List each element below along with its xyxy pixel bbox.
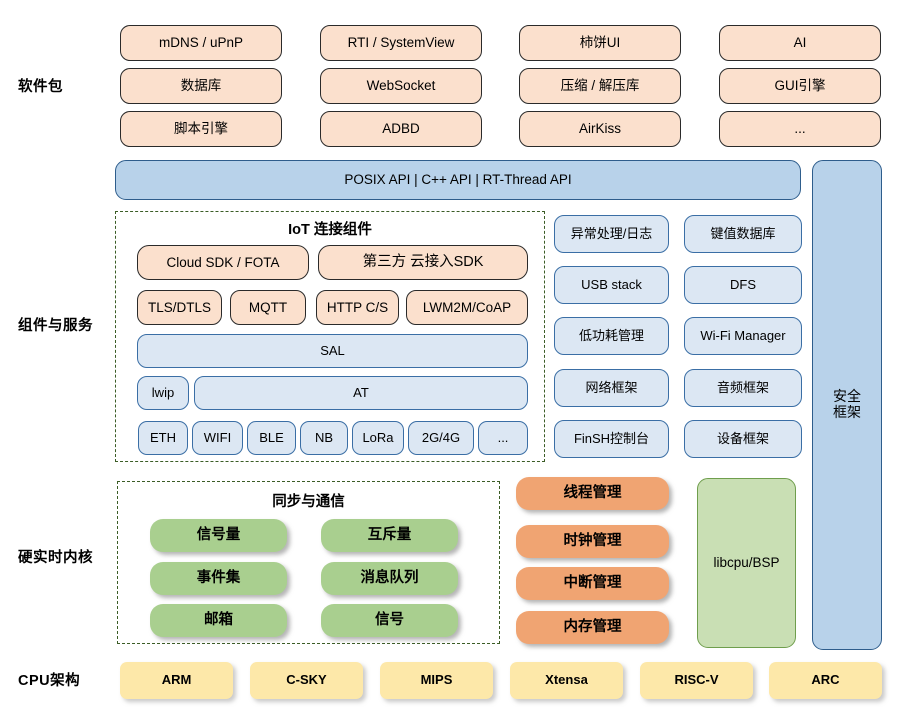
at-box[interactable]: AT xyxy=(194,376,528,410)
iot-sdk-box[interactable]: Cloud SDK / FOTA xyxy=(137,245,309,280)
cpu-arch-box[interactable]: ARM xyxy=(120,662,233,699)
row-label-software-packages: 软件包 xyxy=(18,79,63,95)
package-box[interactable]: 数据库 xyxy=(120,68,282,104)
component-box[interactable]: USB stack xyxy=(554,266,669,304)
component-box[interactable]: 异常处理/日志 xyxy=(554,215,669,253)
cpu-arch-box[interactable]: RISC-V xyxy=(640,662,753,699)
row-label-cpu-architecture: CPU架构 xyxy=(18,673,81,689)
link-box[interactable]: NB xyxy=(300,421,348,455)
component-box[interactable]: 低功耗管理 xyxy=(554,317,669,355)
kernel-sync-box[interactable]: 信号量 xyxy=(150,519,287,552)
sal-box[interactable]: SAL xyxy=(137,334,528,368)
kernel-manager-box[interactable]: 时钟管理 xyxy=(516,525,669,558)
kernel-manager-box[interactable]: 内存管理 xyxy=(516,611,669,644)
component-box[interactable]: 网络框架 xyxy=(554,369,669,407)
component-box[interactable]: FinSH控制台 xyxy=(554,420,669,458)
link-box[interactable]: ... xyxy=(478,421,528,455)
cpu-arch-box[interactable]: Xtensa xyxy=(510,662,623,699)
kernel-manager-box[interactable]: 线程管理 xyxy=(516,477,669,510)
cpu-arch-box[interactable]: MIPS xyxy=(380,662,493,699)
link-box[interactable]: 2G/4G xyxy=(408,421,474,455)
cpu-arch-box[interactable]: ARC xyxy=(769,662,882,699)
package-box[interactable]: AI xyxy=(719,25,881,61)
link-box[interactable]: WIFI xyxy=(192,421,243,455)
row-label-components-services: 组件与服务 xyxy=(18,318,93,334)
iot-group-title: IoT 连接组件 xyxy=(288,222,372,238)
libcpu-bsp-box[interactable]: libcpu/BSP xyxy=(697,478,796,648)
security-framework-box[interactable]: 安全 框架 xyxy=(812,160,882,650)
security-framework-label-line2: 框架 xyxy=(833,404,861,420)
component-box[interactable]: 音频框架 xyxy=(684,369,802,407)
iot-group-box xyxy=(115,211,545,462)
package-box[interactable]: GUI引擎 xyxy=(719,68,881,104)
row-label-hard-realtime-kernel: 硬实时内核 xyxy=(18,550,93,566)
component-box[interactable]: 设备框架 xyxy=(684,420,802,458)
package-box[interactable]: 脚本引擎 xyxy=(120,111,282,147)
component-box[interactable]: DFS xyxy=(684,266,802,304)
iot-protocol-box[interactable]: TLS/DTLS xyxy=(137,290,222,325)
iot-protocol-box[interactable]: HTTP C/S xyxy=(316,290,399,325)
package-box[interactable]: 压缩 / 解压库 xyxy=(519,68,681,104)
package-box[interactable]: RTI / SystemView xyxy=(320,25,482,61)
link-box[interactable]: ETH xyxy=(138,421,188,455)
cpu-arch-box[interactable]: C-SKY xyxy=(250,662,363,699)
package-box[interactable]: ... xyxy=(719,111,881,147)
iot-protocol-box[interactable]: LWM2M/CoAP xyxy=(406,290,528,325)
component-box[interactable]: Wi-Fi Manager xyxy=(684,317,802,355)
kernel-sync-box[interactable]: 互斥量 xyxy=(321,519,458,552)
package-box[interactable]: mDNS / uPnP xyxy=(120,25,282,61)
iot-sdk-box[interactable]: 第三方 云接入SDK xyxy=(318,245,528,280)
package-box[interactable]: WebSocket xyxy=(320,68,482,104)
kernel-sync-box[interactable]: 事件集 xyxy=(150,562,287,595)
package-box[interactable]: AirKiss xyxy=(519,111,681,147)
link-box[interactable]: BLE xyxy=(247,421,296,455)
link-box[interactable]: LoRa xyxy=(352,421,404,455)
iot-protocol-box[interactable]: MQTT xyxy=(230,290,306,325)
security-framework-label-line1: 安全 xyxy=(833,388,861,405)
api-band[interactable]: POSIX API | C++ API | RT-Thread API xyxy=(115,160,801,200)
package-box[interactable]: ADBD xyxy=(320,111,482,147)
kernel-sync-box[interactable]: 邮箱 xyxy=(150,604,287,637)
component-box[interactable]: 键值数据库 xyxy=(684,215,802,253)
kernel-manager-box[interactable]: 中断管理 xyxy=(516,567,669,600)
lwip-box[interactable]: lwip xyxy=(137,376,189,410)
package-box[interactable]: 柿饼UI xyxy=(519,25,681,61)
sync-group-box xyxy=(117,481,500,644)
kernel-sync-box[interactable]: 信号 xyxy=(321,604,458,637)
kernel-sync-box[interactable]: 消息队列 xyxy=(321,562,458,595)
sync-group-title: 同步与通信 xyxy=(272,494,345,510)
